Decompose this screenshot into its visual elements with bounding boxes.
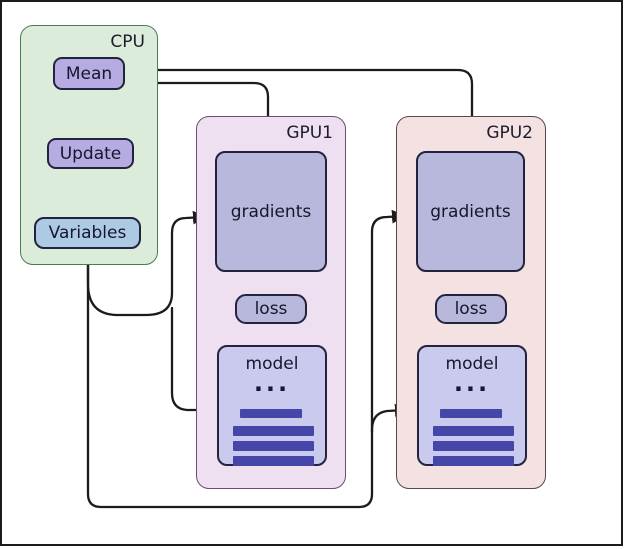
model-layer-bar [433,456,514,466]
gpu2-loss-node: loss [435,294,507,324]
gpu1-gradients-label: gradients [230,201,312,222]
gpu1-gradients-node: gradients [215,151,327,272]
variables-label: Variables [48,223,127,243]
gpu1-label: GPU1 [286,123,333,143]
mean-label: Mean [65,63,113,84]
model-layer-bar [433,426,514,436]
gpu1-model-ellipsis: ... [253,369,291,397]
gpu2-model-node: model ... [417,345,527,466]
gpu1-model-node: model ... [217,345,327,466]
model-layer-bar [240,409,302,418]
gpu2-gradients-label: gradients [430,201,511,222]
gpu1-loss-label: loss [254,299,288,319]
gpu2-model-ellipsis: ... [453,369,491,397]
model-layer-bar [233,441,314,451]
cpu-label: CPU [110,32,145,52]
gpu2-loss-label: loss [454,299,488,319]
model-layer-bar [433,441,514,451]
model-layer-bar [233,426,314,436]
gpu1-model-label: model [245,354,299,374]
model-layer-bar [440,409,502,418]
update-node: Update [47,138,134,169]
gpu2-label: GPU2 [486,123,533,143]
update-label: Update [59,143,122,164]
model-layer-bar [233,456,314,466]
variables-node: Variables [34,217,141,249]
gpu2-gradients-node: gradients [416,151,525,272]
gpu1-loss-node: loss [235,294,307,324]
gpu2-model-label: model [445,354,499,374]
mean-node: Mean [53,57,125,90]
